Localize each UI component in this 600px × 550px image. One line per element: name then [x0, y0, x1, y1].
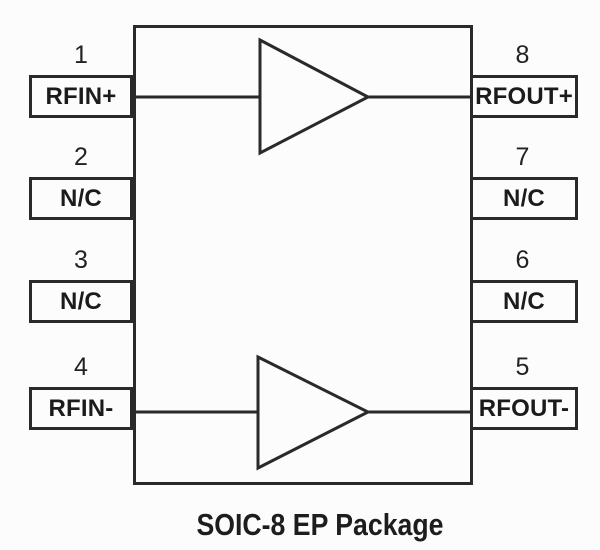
pin-number-7: 7 [515, 143, 530, 171]
pin-label: RFOUT- [478, 394, 570, 422]
pin-label: N/C [503, 184, 545, 212]
pin-label: N/C [503, 287, 545, 315]
pin-box-rfin-plus: RFIN+ [29, 75, 133, 118]
pin-number-2: 2 [74, 143, 88, 171]
pin-label: N/C [60, 184, 102, 212]
pin-box-nc-2: N/C [29, 177, 133, 220]
pin-label: RFIN- [48, 394, 114, 422]
pin-label: RFOUT+ [475, 82, 573, 110]
pin-number-3: 3 [74, 246, 88, 274]
pin-number-1: 1 [74, 41, 88, 69]
pin-label: RFIN+ [45, 82, 117, 110]
pin-box-nc-6: N/C [470, 280, 578, 323]
ic-package-body [133, 25, 473, 485]
pin-box-rfin-minus: RFIN- [29, 387, 133, 430]
pin-box-rfout-plus: RFOUT+ [470, 75, 578, 118]
pin-number-4: 4 [74, 353, 88, 381]
package-caption: SOIC-8 EP Package [196, 507, 444, 542]
pin-box-rfout-minus: RFOUT- [470, 387, 578, 430]
pin-box-nc-3: N/C [29, 280, 133, 323]
pin-number-8: 8 [515, 41, 530, 69]
pin-number-6: 6 [515, 246, 530, 274]
pin-box-nc-7: N/C [470, 177, 578, 220]
pin-label: N/C [60, 287, 102, 315]
pin-number-5: 5 [515, 353, 530, 381]
